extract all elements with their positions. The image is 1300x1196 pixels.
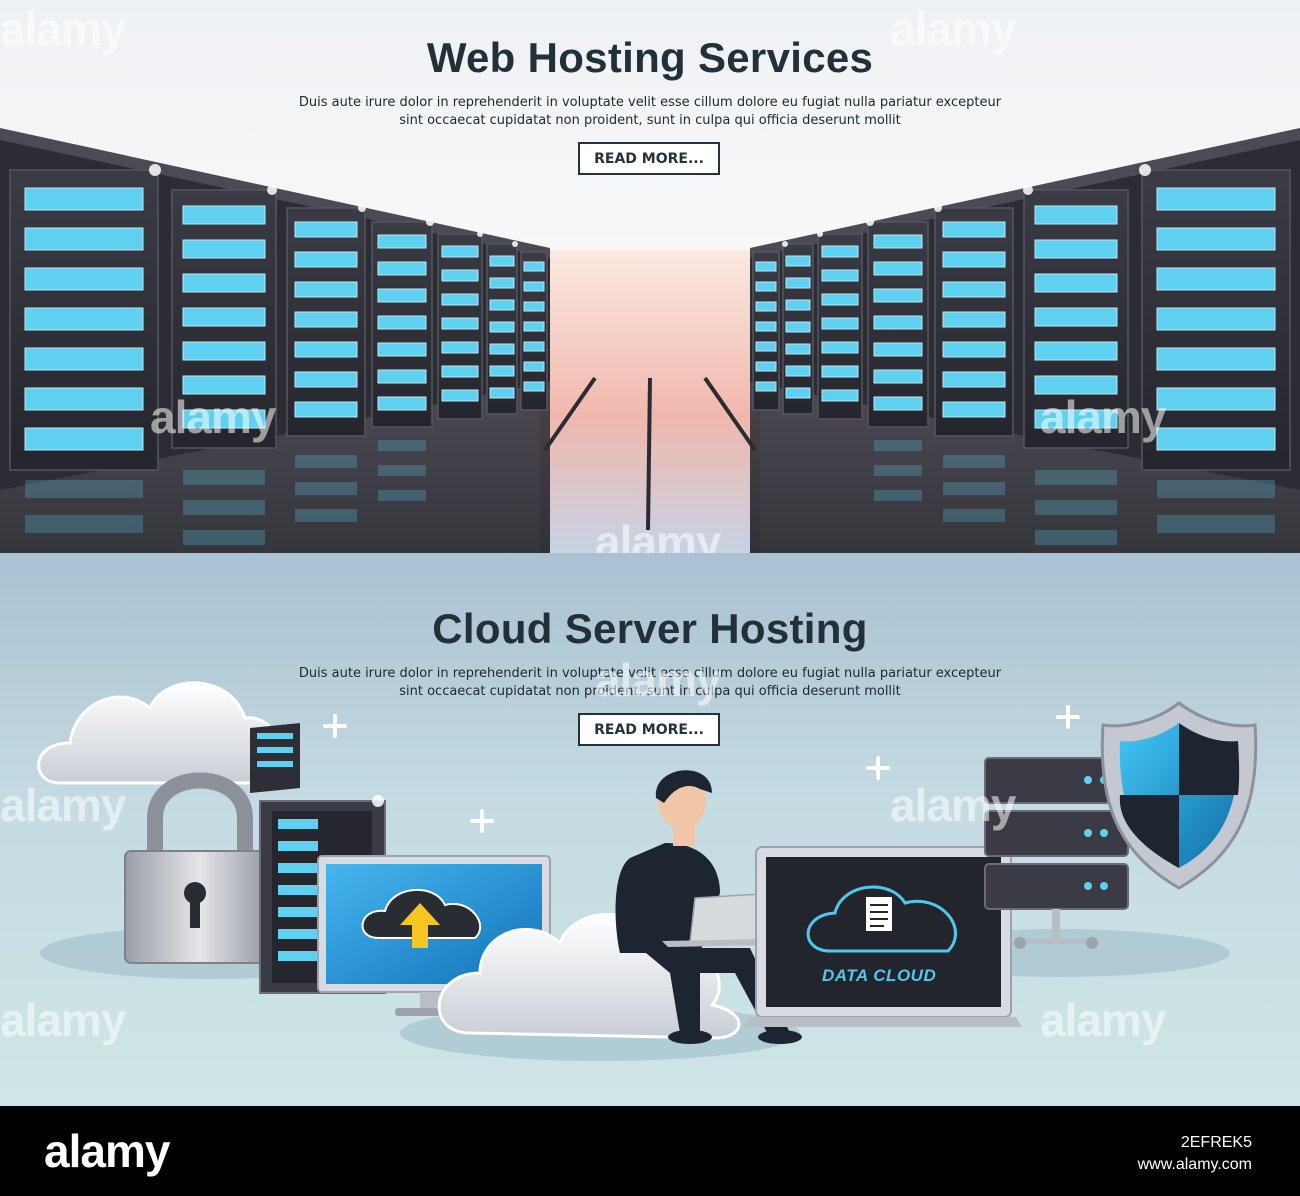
- laptop-icon: [744, 846, 1022, 1027]
- watermark: alamy: [1040, 994, 1166, 1046]
- server-rack-icon: [250, 723, 300, 793]
- shield-icon: [1100, 701, 1258, 890]
- cloud-hosting-read-more-button[interactable]: READ MORE...: [578, 713, 720, 746]
- left-server-racks: [0, 128, 550, 545]
- cloud-hosting-banner: Cloud Server Hosting Duis aute irure dol…: [0, 553, 1300, 1106]
- person-icon: [615, 770, 802, 1044]
- stock-footer: alamy 2EFREK5 www.alamy.com: [0, 1106, 1300, 1196]
- padlock-icon: [124, 772, 276, 964]
- watermark: alamy: [0, 779, 126, 831]
- watermark: alamy: [0, 994, 126, 1046]
- footer-info: 2EFREK5 www.alamy.com: [1138, 1132, 1252, 1176]
- data-cloud-label: DATA CLOUD: [822, 966, 937, 985]
- web-hosting-banner: Web Hosting Services Duis aute irure dol…: [0, 0, 1300, 553]
- right-server-racks: [750, 128, 1300, 545]
- cloud-hosting-illustration: [37, 681, 1258, 1061]
- watermark: alamy: [890, 779, 1016, 831]
- cloud-hosting-text-line2: sint occaecat cupidatat non proident, su…: [399, 684, 901, 699]
- footer-logo: alamy: [44, 1125, 170, 1177]
- watermark: alamy: [890, 3, 1016, 55]
- web-hosting-read-more-button[interactable]: READ MORE...: [578, 142, 720, 175]
- cloud-hosting-text-line1: Duis aute irure dolor in reprehenderit i…: [298, 666, 1002, 681]
- watermark: alamy: [595, 654, 721, 706]
- cloud-icon: [37, 681, 282, 785]
- plus-icon: [323, 705, 1080, 833]
- footer-url: www.alamy.com: [1137, 1156, 1252, 1173]
- web-hosting-text-line1: Duis aute irure dolor in reprehenderit i…: [298, 95, 1002, 110]
- upload-arrow-icon: [400, 903, 440, 948]
- watermark: alamy: [150, 391, 276, 443]
- web-hosting-text-line2: sint occaecat cupidatat non proident, su…: [399, 113, 901, 128]
- cloud-hosting-title: Cloud Server Hosting: [432, 605, 868, 652]
- web-hosting-title: Web Hosting Services: [426, 34, 874, 81]
- image-id: 2EFREK5: [1180, 1134, 1252, 1151]
- watermark: alamy: [0, 3, 126, 55]
- datacenter-illustration: [0, 128, 1300, 553]
- document-icon: [866, 897, 892, 931]
- watermark: alamy: [595, 516, 721, 553]
- database-server-icon: [984, 757, 1129, 949]
- watermark: alamy: [1040, 391, 1166, 443]
